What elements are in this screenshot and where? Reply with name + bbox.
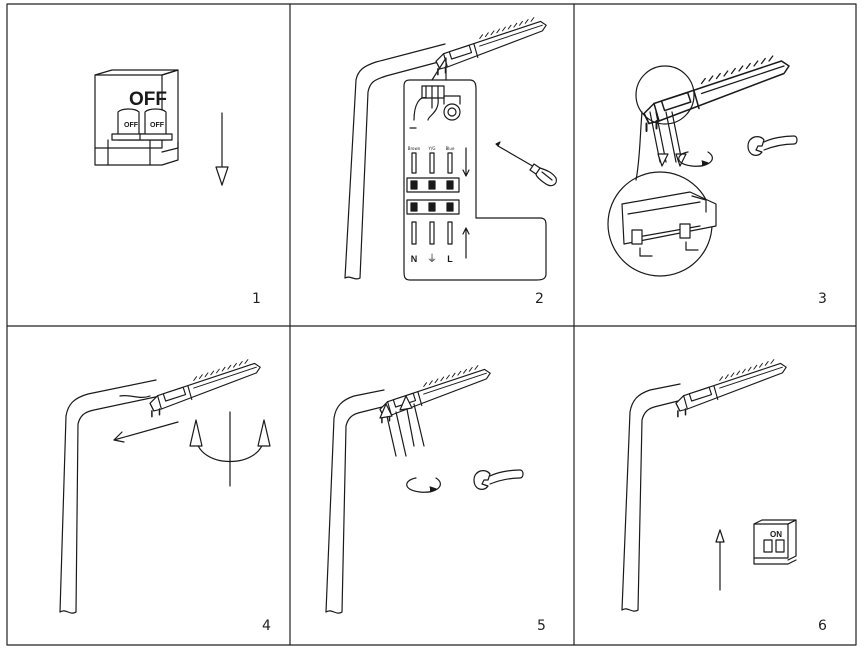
luminaire	[149, 358, 261, 418]
step-2-panel: Brown Y/G Blue N ⏚ L	[344, 16, 557, 307]
step-3-panel: 3	[607, 55, 827, 307]
terminal-label-ground: ⏚	[427, 253, 437, 265]
wrench-icon	[747, 135, 798, 156]
detail-circle-small	[635, 65, 695, 125]
panel-grid	[6, 3, 857, 646]
step-6-number: 6	[818, 618, 827, 634]
rotate-icon	[406, 477, 441, 493]
bolt-arrows-up	[379, 395, 425, 457]
switch-off-left-lever: OFF	[124, 122, 139, 129]
pole	[344, 43, 447, 280]
slide-arrow	[113, 421, 179, 443]
step-4-number: 4	[262, 618, 271, 634]
breaker-switch-on: ON	[753, 519, 797, 565]
wiring-callout: Brown Y/G Blue N ⏚ L	[403, 57, 547, 281]
luminaire	[643, 55, 790, 132]
terminal-label-blue: Blue	[446, 146, 455, 151]
terminal-label-l: L	[447, 254, 453, 264]
tilt-adjust-arrows	[189, 411, 271, 487]
up-arrow	[715, 529, 725, 591]
screwdriver-icon	[495, 141, 557, 187]
step-3-number: 3	[818, 291, 827, 307]
step-6-panel: ON 6	[621, 358, 827, 634]
pole	[59, 379, 161, 614]
down-arrow	[215, 112, 229, 186]
detail-zoom	[621, 191, 717, 257]
step-1-number: 1	[252, 291, 261, 307]
step-5-number: 5	[537, 618, 546, 634]
breaker-switch-off: OFF OFF OFF	[94, 69, 179, 166]
switch-off-title: OFF	[129, 89, 167, 110]
terminal-label-yg: Y/G	[428, 146, 436, 151]
pole	[621, 383, 683, 612]
pole	[325, 389, 387, 614]
switch-on-title: ON	[770, 530, 782, 539]
step-2-number: 2	[535, 291, 544, 307]
terminal-label-brown: Brown	[408, 146, 421, 151]
luminaire	[435, 16, 547, 76]
step-5-panel: 5	[325, 364, 546, 634]
switch-off-right-lever: OFF	[150, 122, 165, 129]
step-4-panel: 4	[59, 358, 271, 634]
terminal-label-n: N	[411, 254, 418, 264]
luminaire	[675, 358, 787, 418]
step-1-panel: OFF OFF OFF 1	[94, 69, 261, 307]
wrench-icon	[473, 469, 524, 490]
